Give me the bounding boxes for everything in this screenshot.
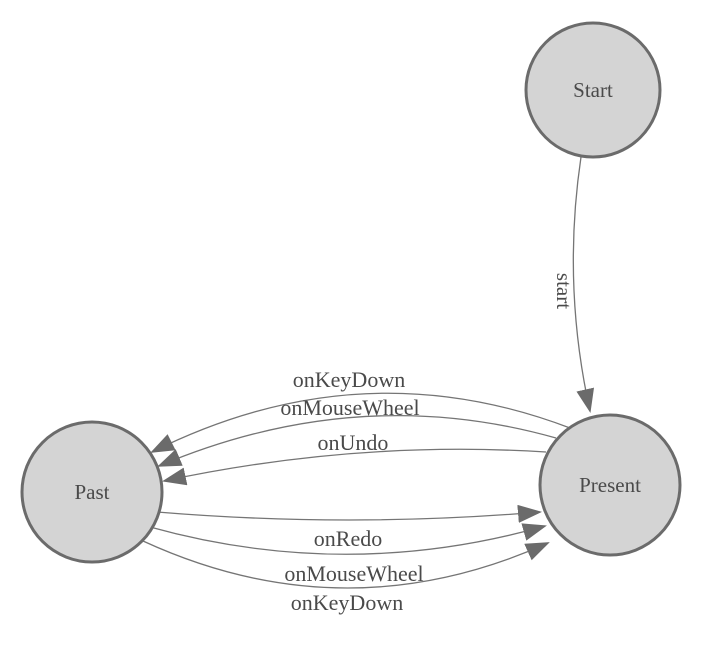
edge-present-past-onkeydown (150, 392, 571, 453)
state-node-present-label: Present (579, 473, 641, 497)
edge-present-past-onundo (162, 448, 547, 486)
edge-label-onkeydown-top: onKeyDown (293, 367, 405, 392)
edge-past-present-onkeydown (142, 540, 550, 589)
edge-label-onredo: onRedo (314, 526, 382, 551)
edge-past-present-onredo (156, 504, 542, 523)
edge-label-onmousewheel-bottom: onMouseWheel (284, 561, 423, 586)
edge-past-present-onmousewheel (149, 523, 547, 555)
state-node-start (524, 21, 662, 159)
state-node-present (538, 413, 682, 557)
state-node-past-label: Past (74, 480, 109, 504)
edge-label-onkeydown-bottom: onKeyDown (291, 590, 403, 615)
edge-label-onundo: onUndo (318, 430, 389, 455)
edge-present-past-onmousewheel (157, 415, 557, 467)
edge-label-onmousewheel-top: onMouseWheel (280, 395, 419, 420)
state-node-start-label: Start (573, 78, 613, 102)
edge-label-start: start (552, 273, 576, 309)
edge-start-present (572, 156, 595, 413)
state-node-past (20, 420, 164, 564)
